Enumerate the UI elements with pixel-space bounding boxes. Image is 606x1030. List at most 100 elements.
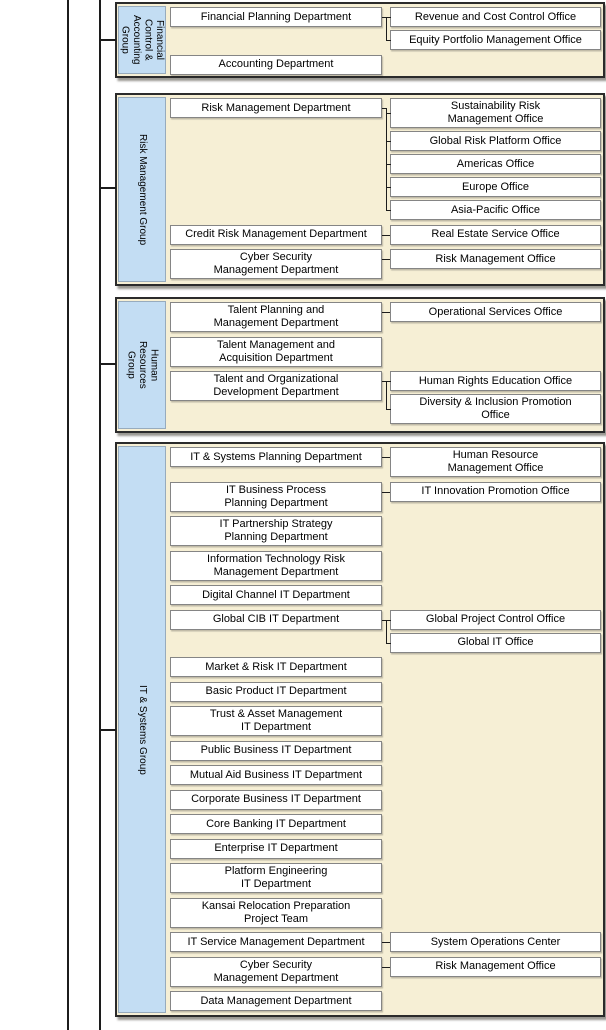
group-connector-line-risk-management bbox=[100, 187, 116, 189]
org-unit: Enterprise IT Department bbox=[170, 838, 601, 859]
office-box: IT Innovation Promotion Office bbox=[390, 481, 601, 502]
office-box: Risk Management Office bbox=[390, 249, 601, 269]
connector-line bbox=[382, 619, 387, 621]
connector-line bbox=[382, 457, 390, 458]
department-box: Data Management Department bbox=[170, 991, 382, 1011]
department-box: Cyber Security Management Department bbox=[170, 956, 382, 987]
connector-line bbox=[382, 312, 390, 313]
office-stack: Risk Management Office bbox=[390, 956, 601, 977]
department-box: IT & Systems Planning Department bbox=[170, 447, 382, 467]
department-box: Global CIB IT Department bbox=[170, 609, 382, 630]
org-unit: Cyber Security Management Department Risk… bbox=[170, 956, 601, 987]
connector-elbow-line bbox=[386, 17, 387, 41]
connector-stub-line bbox=[386, 164, 391, 165]
org-unit: IT Business Process Planning Department I… bbox=[170, 481, 601, 512]
connector-line bbox=[382, 234, 390, 236]
org-unit: Data Management Department bbox=[170, 991, 601, 1011]
connector-line bbox=[382, 942, 390, 943]
office-box: Equity Portfolio Management Office bbox=[390, 30, 601, 50]
department-box: Talent and Organizational Development De… bbox=[170, 371, 382, 401]
office-box: Europe Office bbox=[390, 177, 601, 197]
office-stack: Risk Management Office bbox=[390, 249, 601, 269]
connector-elbow-line bbox=[386, 108, 387, 211]
department-box: Cyber Security Management Department bbox=[170, 249, 382, 279]
department-box: IT Service Management Department bbox=[170, 932, 382, 952]
org-unit: Digital Channel IT Department bbox=[170, 585, 601, 605]
org-unit: Mutual Aid Business IT Department bbox=[170, 765, 601, 785]
connector-stub-line bbox=[386, 187, 391, 188]
department-box: Credit Risk Management Department bbox=[170, 224, 382, 245]
connector-stub-line bbox=[386, 141, 391, 142]
org-unit: Talent Management and Acquisition Depart… bbox=[170, 336, 601, 367]
units-column-risk-management: Risk Management Department Sustainability… bbox=[170, 98, 601, 279]
group-connector-line-human-resources bbox=[100, 363, 116, 365]
org-unit: Market & Risk IT Department bbox=[170, 657, 601, 677]
department-box: Talent Planning and Management Departmen… bbox=[170, 302, 382, 332]
department-box: Public Business IT Department bbox=[170, 740, 382, 761]
org-unit: Information Technology Risk Management D… bbox=[170, 550, 601, 581]
org-unit: Risk Management Department Sustainability… bbox=[170, 98, 601, 220]
office-box: Revenue and Cost Control Office bbox=[390, 7, 601, 27]
department-box: Corporate Business IT Department bbox=[170, 789, 382, 810]
org-unit: Core Banking IT Department bbox=[170, 814, 601, 834]
connector-line bbox=[382, 381, 387, 382]
office-box: System Operations Center bbox=[390, 932, 601, 952]
department-box: Enterprise IT Department bbox=[170, 838, 382, 859]
connector-line bbox=[382, 966, 390, 968]
group-label-risk-management: Risk Management Group bbox=[118, 97, 166, 282]
org-unit: Basic Product IT Department bbox=[170, 681, 601, 702]
office-stack: Real Estate Service Office bbox=[390, 224, 601, 245]
connector-elbow-line bbox=[386, 381, 387, 410]
office-stack: IT Innovation Promotion Office bbox=[390, 481, 601, 502]
office-box: Americas Office bbox=[390, 154, 601, 174]
org-unit: Credit Risk Management Department Real Es… bbox=[170, 224, 601, 245]
office-box: Global Project Control Office bbox=[390, 609, 601, 630]
office-box: Asia-Pacific Office bbox=[390, 200, 601, 220]
office-box: Diversity & Inclusion Promotion Office bbox=[390, 394, 601, 424]
connector-line bbox=[382, 108, 387, 109]
department-box: Mutual Aid Business IT Department bbox=[170, 765, 382, 785]
department-box: Kansai Relocation Preparation Project Te… bbox=[170, 897, 382, 928]
office-box: Human Rights Education Office bbox=[390, 371, 601, 391]
group-connector-line-financial-control-accounting bbox=[100, 39, 116, 41]
org-unit: Cyber Security Management Department Risk… bbox=[170, 249, 601, 279]
connector-line bbox=[382, 17, 387, 18]
connector-stub-line bbox=[386, 409, 391, 410]
department-box: Talent Management and Acquisition Depart… bbox=[170, 336, 382, 367]
connector-line bbox=[382, 491, 390, 493]
department-box: Accounting Department bbox=[170, 54, 382, 75]
org-unit: Corporate Business IT Department bbox=[170, 789, 601, 810]
department-box: Risk Management Department bbox=[170, 98, 382, 118]
org-unit: Talent Planning and Management Departmen… bbox=[170, 302, 601, 332]
org-unit: Kansai Relocation Preparation Project Te… bbox=[170, 897, 601, 928]
org-unit: Global CIB IT Department Global Project C… bbox=[170, 609, 601, 653]
department-box: IT Business Process Planning Department bbox=[170, 481, 382, 512]
connector-stub-line bbox=[386, 40, 391, 41]
connector-stub-line bbox=[386, 113, 391, 114]
office-box: Operational Services Office bbox=[390, 302, 601, 322]
connector-stub-line bbox=[386, 642, 391, 644]
group-connector-line-it-systems bbox=[100, 729, 116, 731]
connector-stub-line bbox=[386, 619, 391, 621]
org-unit: Trust & Asset Management IT Department bbox=[170, 706, 601, 736]
department-box: Trust & Asset Management IT Department bbox=[170, 706, 382, 736]
connector-elbow-line bbox=[386, 619, 387, 644]
group-label-it-systems: IT & Systems Group bbox=[118, 446, 166, 1013]
office-stack: Operational Services Office bbox=[390, 302, 601, 322]
office-box: Risk Management Office bbox=[390, 956, 601, 977]
org-unit: Accounting Department bbox=[170, 54, 601, 75]
units-column-human-resources: Talent Planning and Management Departmen… bbox=[170, 302, 601, 424]
department-box: IT Partnership Strategy Planning Departm… bbox=[170, 516, 382, 546]
office-box: Real Estate Service Office bbox=[390, 224, 601, 245]
connector-line bbox=[382, 259, 390, 260]
office-stack: System Operations Center bbox=[390, 932, 601, 952]
connector-stub-line bbox=[386, 381, 391, 382]
